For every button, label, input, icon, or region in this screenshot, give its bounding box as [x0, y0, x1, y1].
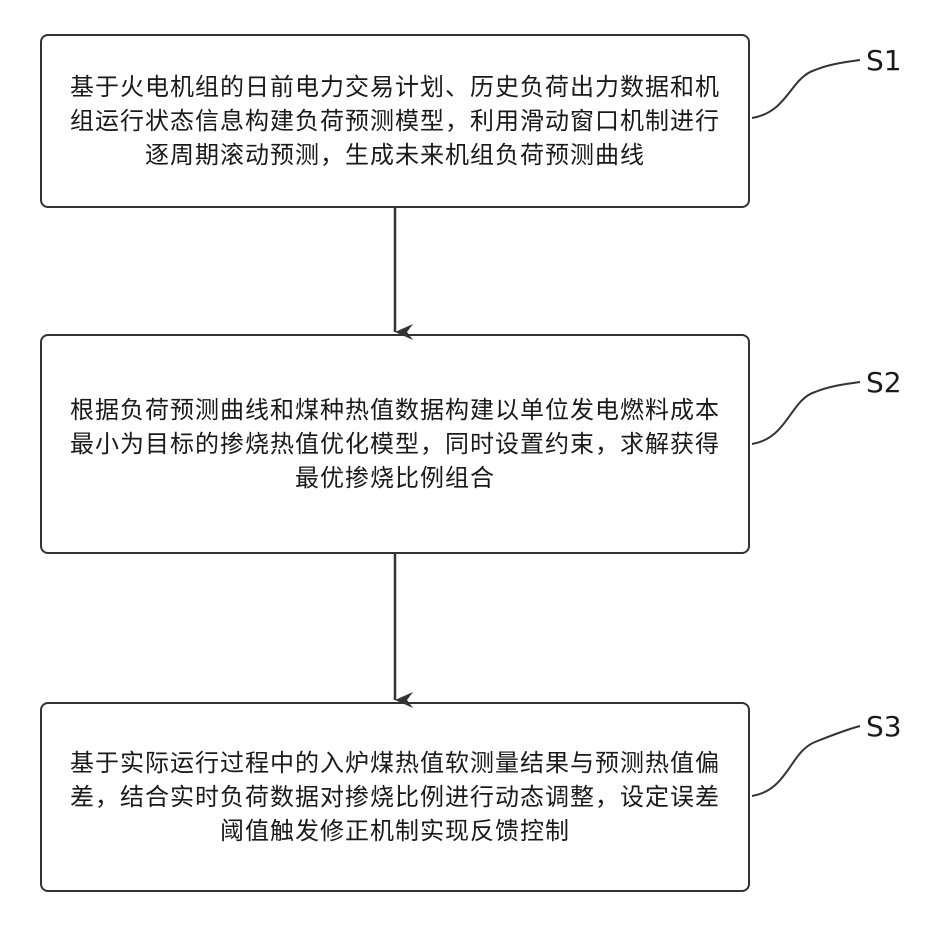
leader-curve-s2 [752, 382, 860, 444]
step-text-s2: 根据负荷预测曲线和煤种热值数据构建以单位发电燃料成本最小为目标的掺烧热值优化模型… [68, 393, 722, 495]
step-box-s1: 基于火电机组的日前电力交易计划、历史负荷出力数据和机组运行状态信息构建负荷预测模… [40, 34, 750, 208]
step-label-s2: S2 [866, 366, 902, 399]
step-text-s3: 基于实际运行过程中的入炉煤热值软测量结果与预测热值偏差，结合实时负荷数据对掺烧比… [68, 746, 722, 848]
step-box-s2: 根据负荷预测曲线和煤种热值数据构建以单位发电燃料成本最小为目标的掺烧热值优化模型… [40, 334, 750, 554]
step-label-s3: S3 [866, 710, 902, 743]
step-text-s1: 基于火电机组的日前电力交易计划、历史负荷出力数据和机组运行状态信息构建负荷预测模… [68, 70, 722, 172]
leader-curve-s1 [752, 60, 860, 118]
leader-curve-s3 [752, 726, 860, 796]
step-label-s1: S1 [866, 44, 902, 77]
step-box-s3: 基于实际运行过程中的入炉煤热值软测量结果与预测热值偏差，结合实时负荷数据对掺烧比… [40, 702, 750, 892]
